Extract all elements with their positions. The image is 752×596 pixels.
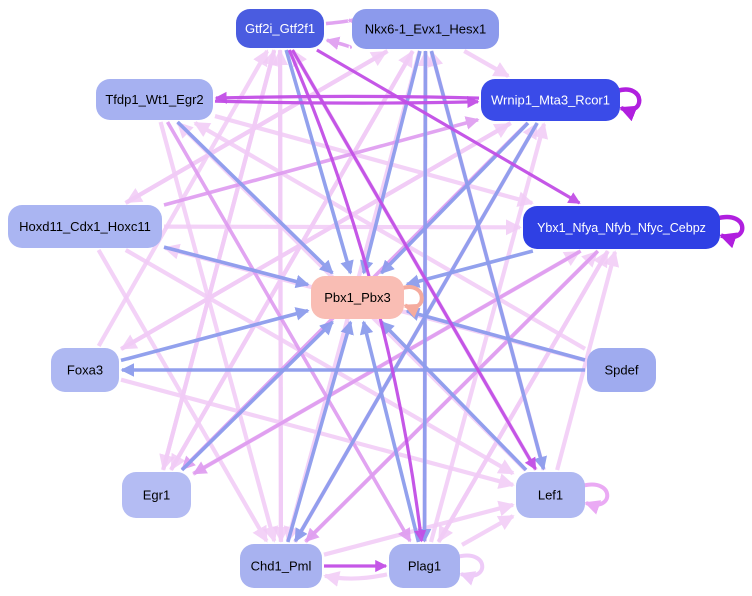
node-egr1-shape[interactable] <box>122 472 191 518</box>
node-tfdp1-shape[interactable] <box>96 79 213 120</box>
edge-tfdp1-chd1 <box>158 121 279 543</box>
self-loop-ybx1 <box>716 214 745 249</box>
edge-plag1-chd1 <box>323 571 388 587</box>
node-pbx1-label: Pbx1_Pbx3 <box>324 290 391 305</box>
node-pbx1[interactable]: Pbx1_Pbx3 <box>311 276 404 319</box>
node-spdef-label: Spdef <box>605 363 639 378</box>
node-egr1[interactable]: Egr1 <box>122 472 191 518</box>
node-chd1-label: Chd1_Pml <box>251 559 312 574</box>
edge-spdef-tfdp1 <box>193 121 587 351</box>
edge-nkx6-plag1 <box>417 50 432 543</box>
edge-hoxd11-chd1 <box>96 248 269 543</box>
node-spdef-shape[interactable] <box>587 348 656 392</box>
edge-hoxd11-lef1 <box>124 248 515 476</box>
edge-hoxd11-ybx1 <box>163 219 522 236</box>
edge-tfdp1-wrnip1 <box>214 95 480 109</box>
edge-nkx6-pbx1 <box>360 50 422 275</box>
edge-wrnip1-tfdp1 <box>214 91 480 104</box>
edge-gtf2i-pbx1 <box>284 49 354 275</box>
node-spdef[interactable]: Spdef <box>587 348 656 392</box>
self-loop-pbx1 <box>400 285 424 318</box>
node-tfdp1-label: Tfdp1_Wt1_Egr2 <box>105 92 203 107</box>
edge-hoxd11-pbx1 <box>163 245 310 289</box>
edge-ybx1-egr1 <box>192 249 582 475</box>
edge-gtf2i-lef1 <box>291 49 537 471</box>
edge-ybx1-pbx1 <box>405 249 534 288</box>
node-lef1[interactable]: Lef1 <box>516 472 585 518</box>
node-ybx1[interactable]: Ybx1_Nfya_Nfyb_Nfyc_Cebpz <box>523 206 720 249</box>
node-nkx6[interactable]: Nkx6-1_Evx1_Hesx1 <box>352 9 499 49</box>
node-wrnip1-shape[interactable] <box>481 79 620 121</box>
edge-nkx6-lef1 <box>429 50 547 471</box>
node-lef1-shape[interactable] <box>516 472 585 518</box>
edge-wrnip1-chd1 <box>293 122 539 543</box>
edge-gtf2i-chd1 <box>272 49 289 543</box>
node-gtf2i-shape[interactable] <box>236 9 324 48</box>
node-hoxd11[interactable]: Hoxd11_Cdx1_Hoxc11 <box>8 205 162 248</box>
node-ybx1-label: Ybx1_Nfya_Nfyb_Nfyc_Cebpz <box>537 221 706 235</box>
node-hoxd11-shape[interactable] <box>8 205 162 248</box>
node-foxa3-label: Foxa3 <box>67 363 103 378</box>
self-loop-plag1 <box>456 553 485 586</box>
edge-plag1-lef1 <box>460 514 515 547</box>
node-plag1[interactable]: Plag1 <box>389 544 460 588</box>
node-tfdp1[interactable]: Tfdp1_Wt1_Egr2 <box>96 79 213 120</box>
edge-gtf2i-egr1 <box>159 49 277 471</box>
node-ybx1-shape[interactable] <box>523 206 720 249</box>
node-pbx1-shape[interactable] <box>311 276 404 319</box>
node-lef1-label: Lef1 <box>538 488 563 503</box>
node-plag1-shape[interactable] <box>389 544 460 588</box>
node-foxa3[interactable]: Foxa3 <box>51 348 119 392</box>
node-plag1-label: Plag1 <box>408 559 441 574</box>
node-nkx6-shape[interactable] <box>352 9 499 49</box>
edge-nkx6-wrnip1 <box>463 49 510 78</box>
edge-chd1-pbx1 <box>286 320 354 543</box>
edge-tfdp1-ybx1 <box>214 114 534 207</box>
node-chd1-shape[interactable] <box>240 544 322 588</box>
edge-lef1-ybx1 <box>555 250 620 471</box>
edge-tfdp1-plag1 <box>165 121 412 543</box>
edge-gtf2i-ybx1 <box>316 48 581 205</box>
node-gtf2i-label: Gtf2i_Gtf2f1 <box>245 21 315 36</box>
edge-foxa3-wrnip1 <box>119 122 511 351</box>
node-gtf2i[interactable]: Gtf2i_Gtf2f1 <box>236 9 324 48</box>
node-wrnip1-label: Wrnip1_Mta3_Rcor1 <box>491 93 610 108</box>
edge-plag1-pbx1 <box>359 320 421 543</box>
edge-tfdp1-pbx1 <box>176 120 334 275</box>
node-wrnip1[interactable]: Wrnip1_Mta3_Rcor1 <box>481 79 620 121</box>
edge-spdef-pbx1 <box>405 307 586 362</box>
node-hoxd11-label: Hoxd11_Cdx1_Hoxc11 <box>19 219 151 234</box>
node-nkx6-label: Nkx6-1_Evx1_Hesx1 <box>365 22 486 37</box>
edge-egr1-pbx1 <box>180 320 334 472</box>
edge-lef1-pbx1 <box>380 320 528 472</box>
self-loop-lef1 <box>581 482 610 515</box>
node-chd1[interactable]: Chd1_Pml <box>240 544 322 588</box>
edge-nkx6-egr1 <box>169 49 415 471</box>
edge-gtf2i-nkx6 <box>325 14 362 29</box>
edge-nkx6-gtf2i <box>325 36 353 50</box>
node-egr1-label: Egr1 <box>143 488 170 503</box>
self-loop-wrnip1 <box>616 87 642 122</box>
node-foxa3-shape[interactable] <box>51 348 119 392</box>
edge-foxa3-pbx1 <box>120 307 310 363</box>
